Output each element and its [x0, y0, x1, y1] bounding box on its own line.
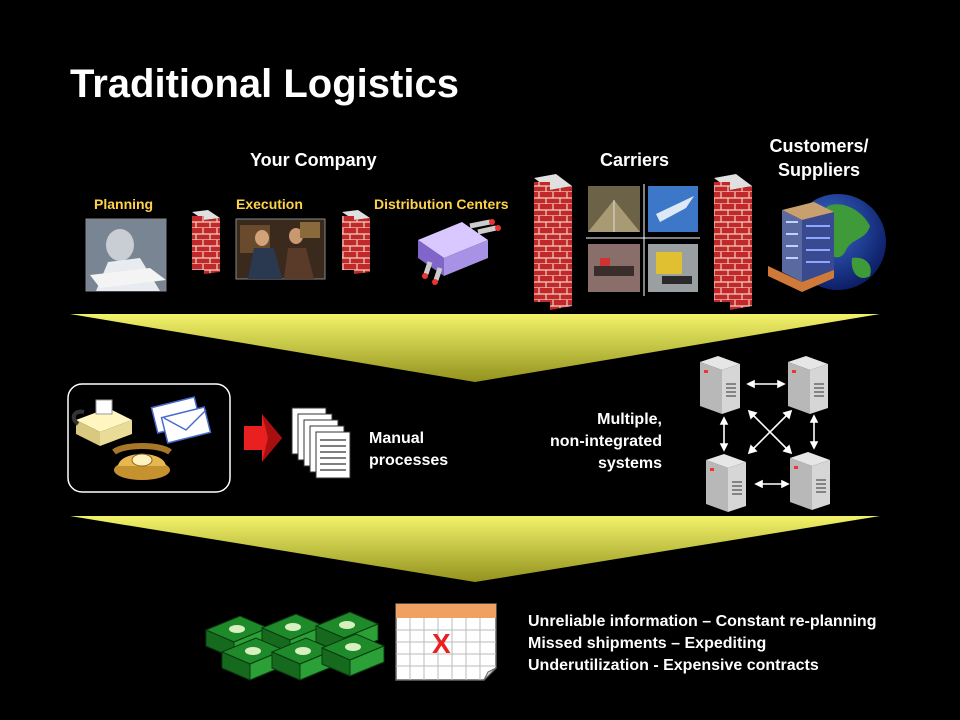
- red-arrow-icon: [244, 414, 282, 462]
- brick-wall-icon: [534, 174, 572, 310]
- telephone-icon: [112, 443, 172, 480]
- brick-wall-icon: [714, 174, 752, 310]
- planning-photo: [85, 218, 167, 292]
- carriers-collage: [586, 184, 700, 296]
- outcomes-list: Unreliable information – Constant re-pla…: [528, 611, 876, 677]
- server-icon: [700, 356, 740, 414]
- page-title: Traditional Logistics: [70, 62, 459, 106]
- execution-label: Execution: [236, 196, 303, 212]
- manual-line1: Manual: [369, 430, 425, 447]
- multiple-systems-label: Multiple, non-integrated systems: [520, 409, 662, 475]
- document-stack-icon: [291, 407, 351, 479]
- manual-line2: processes: [369, 452, 449, 469]
- money-stack-icon: [204, 611, 386, 681]
- server-network: [700, 356, 830, 512]
- multiple-line3: systems: [597, 455, 662, 472]
- server-icon: [788, 356, 828, 414]
- envelope-icon: [150, 396, 212, 444]
- multiple-line2: non-integrated: [550, 433, 662, 450]
- brick-wall-icon: [192, 210, 220, 274]
- outcome-item: Underutilization - Expensive contracts: [528, 657, 819, 674]
- execution-photo: [235, 218, 326, 280]
- fax-icon: [71, 399, 132, 446]
- funnel-top: [70, 314, 880, 382]
- outcome-item: Unreliable information – Constant re-pla…: [528, 613, 877, 630]
- multiple-line1: Multiple,: [597, 411, 662, 428]
- distribution-center-icon: [418, 219, 501, 285]
- customers-header-line1: Customers/: [769, 136, 869, 156]
- manual-processes-label: Manual processes: [369, 428, 448, 472]
- planning-label: Planning: [94, 196, 154, 212]
- calendar-x-mark: X: [432, 628, 451, 659]
- server-icon: [706, 454, 746, 512]
- customers-header-line2: Suppliers: [777, 160, 861, 180]
- calendar-icon: [395, 603, 497, 681]
- carriers-header: Carriers: [600, 150, 670, 170]
- server-icon: [790, 452, 830, 510]
- outcome-item: Missed shipments – Expediting: [528, 635, 767, 652]
- funnel-bottom: [70, 516, 880, 582]
- globe-building-icon: [768, 194, 886, 292]
- distribution-centers-label: Distribution Centers: [374, 196, 509, 212]
- brick-wall-icon: [342, 210, 370, 274]
- your-company-header: Your Company: [250, 150, 377, 170]
